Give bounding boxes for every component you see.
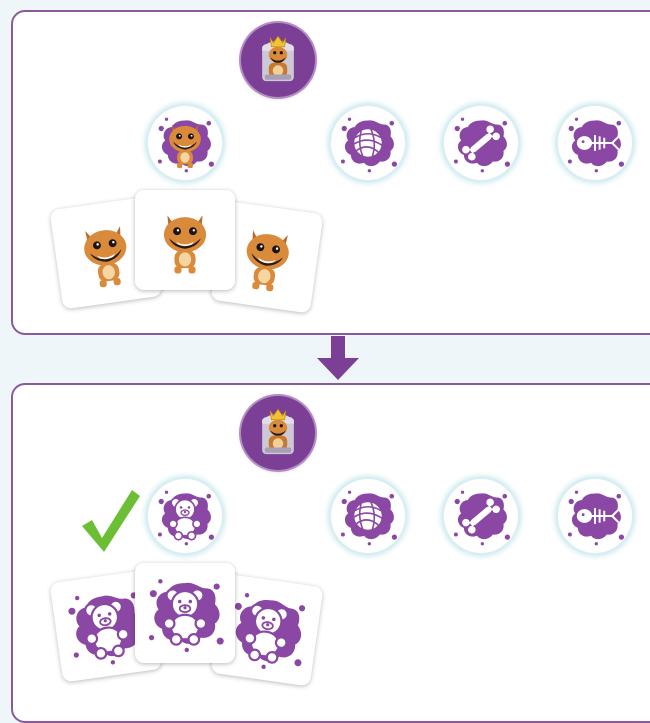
dog-icon bbox=[157, 117, 215, 173]
checkmark-icon bbox=[82, 490, 140, 552]
king-dog-on-throne-icon bbox=[261, 35, 295, 82]
teddy-bear-icon bbox=[152, 483, 218, 549]
dog-icon bbox=[163, 215, 207, 274]
down-arrow-icon bbox=[317, 336, 359, 380]
yarn-ball-icon bbox=[335, 110, 401, 176]
bone-icon bbox=[448, 483, 514, 549]
bone-icon bbox=[448, 110, 514, 176]
teddy-bear-token[interactable] bbox=[148, 479, 222, 553]
king-dog-on-throne-icon bbox=[261, 408, 295, 455]
fish-token[interactable] bbox=[558, 106, 632, 180]
fish-skeleton-icon bbox=[562, 110, 628, 176]
yarn-token[interactable] bbox=[331, 106, 405, 180]
bone-token[interactable] bbox=[444, 106, 518, 180]
king-token[interactable] bbox=[241, 396, 315, 470]
dog-token[interactable] bbox=[148, 106, 222, 180]
yarn-ball-icon bbox=[335, 483, 401, 549]
bone-token[interactable] bbox=[444, 479, 518, 553]
king-token[interactable] bbox=[241, 23, 315, 97]
yarn-token[interactable] bbox=[331, 479, 405, 553]
hand-card-center[interactable] bbox=[135, 563, 235, 663]
teddy-bear-icon bbox=[141, 569, 229, 657]
hand-card-center[interactable] bbox=[135, 190, 235, 290]
fish-token[interactable] bbox=[558, 479, 632, 553]
fish-skeleton-icon bbox=[562, 483, 628, 549]
